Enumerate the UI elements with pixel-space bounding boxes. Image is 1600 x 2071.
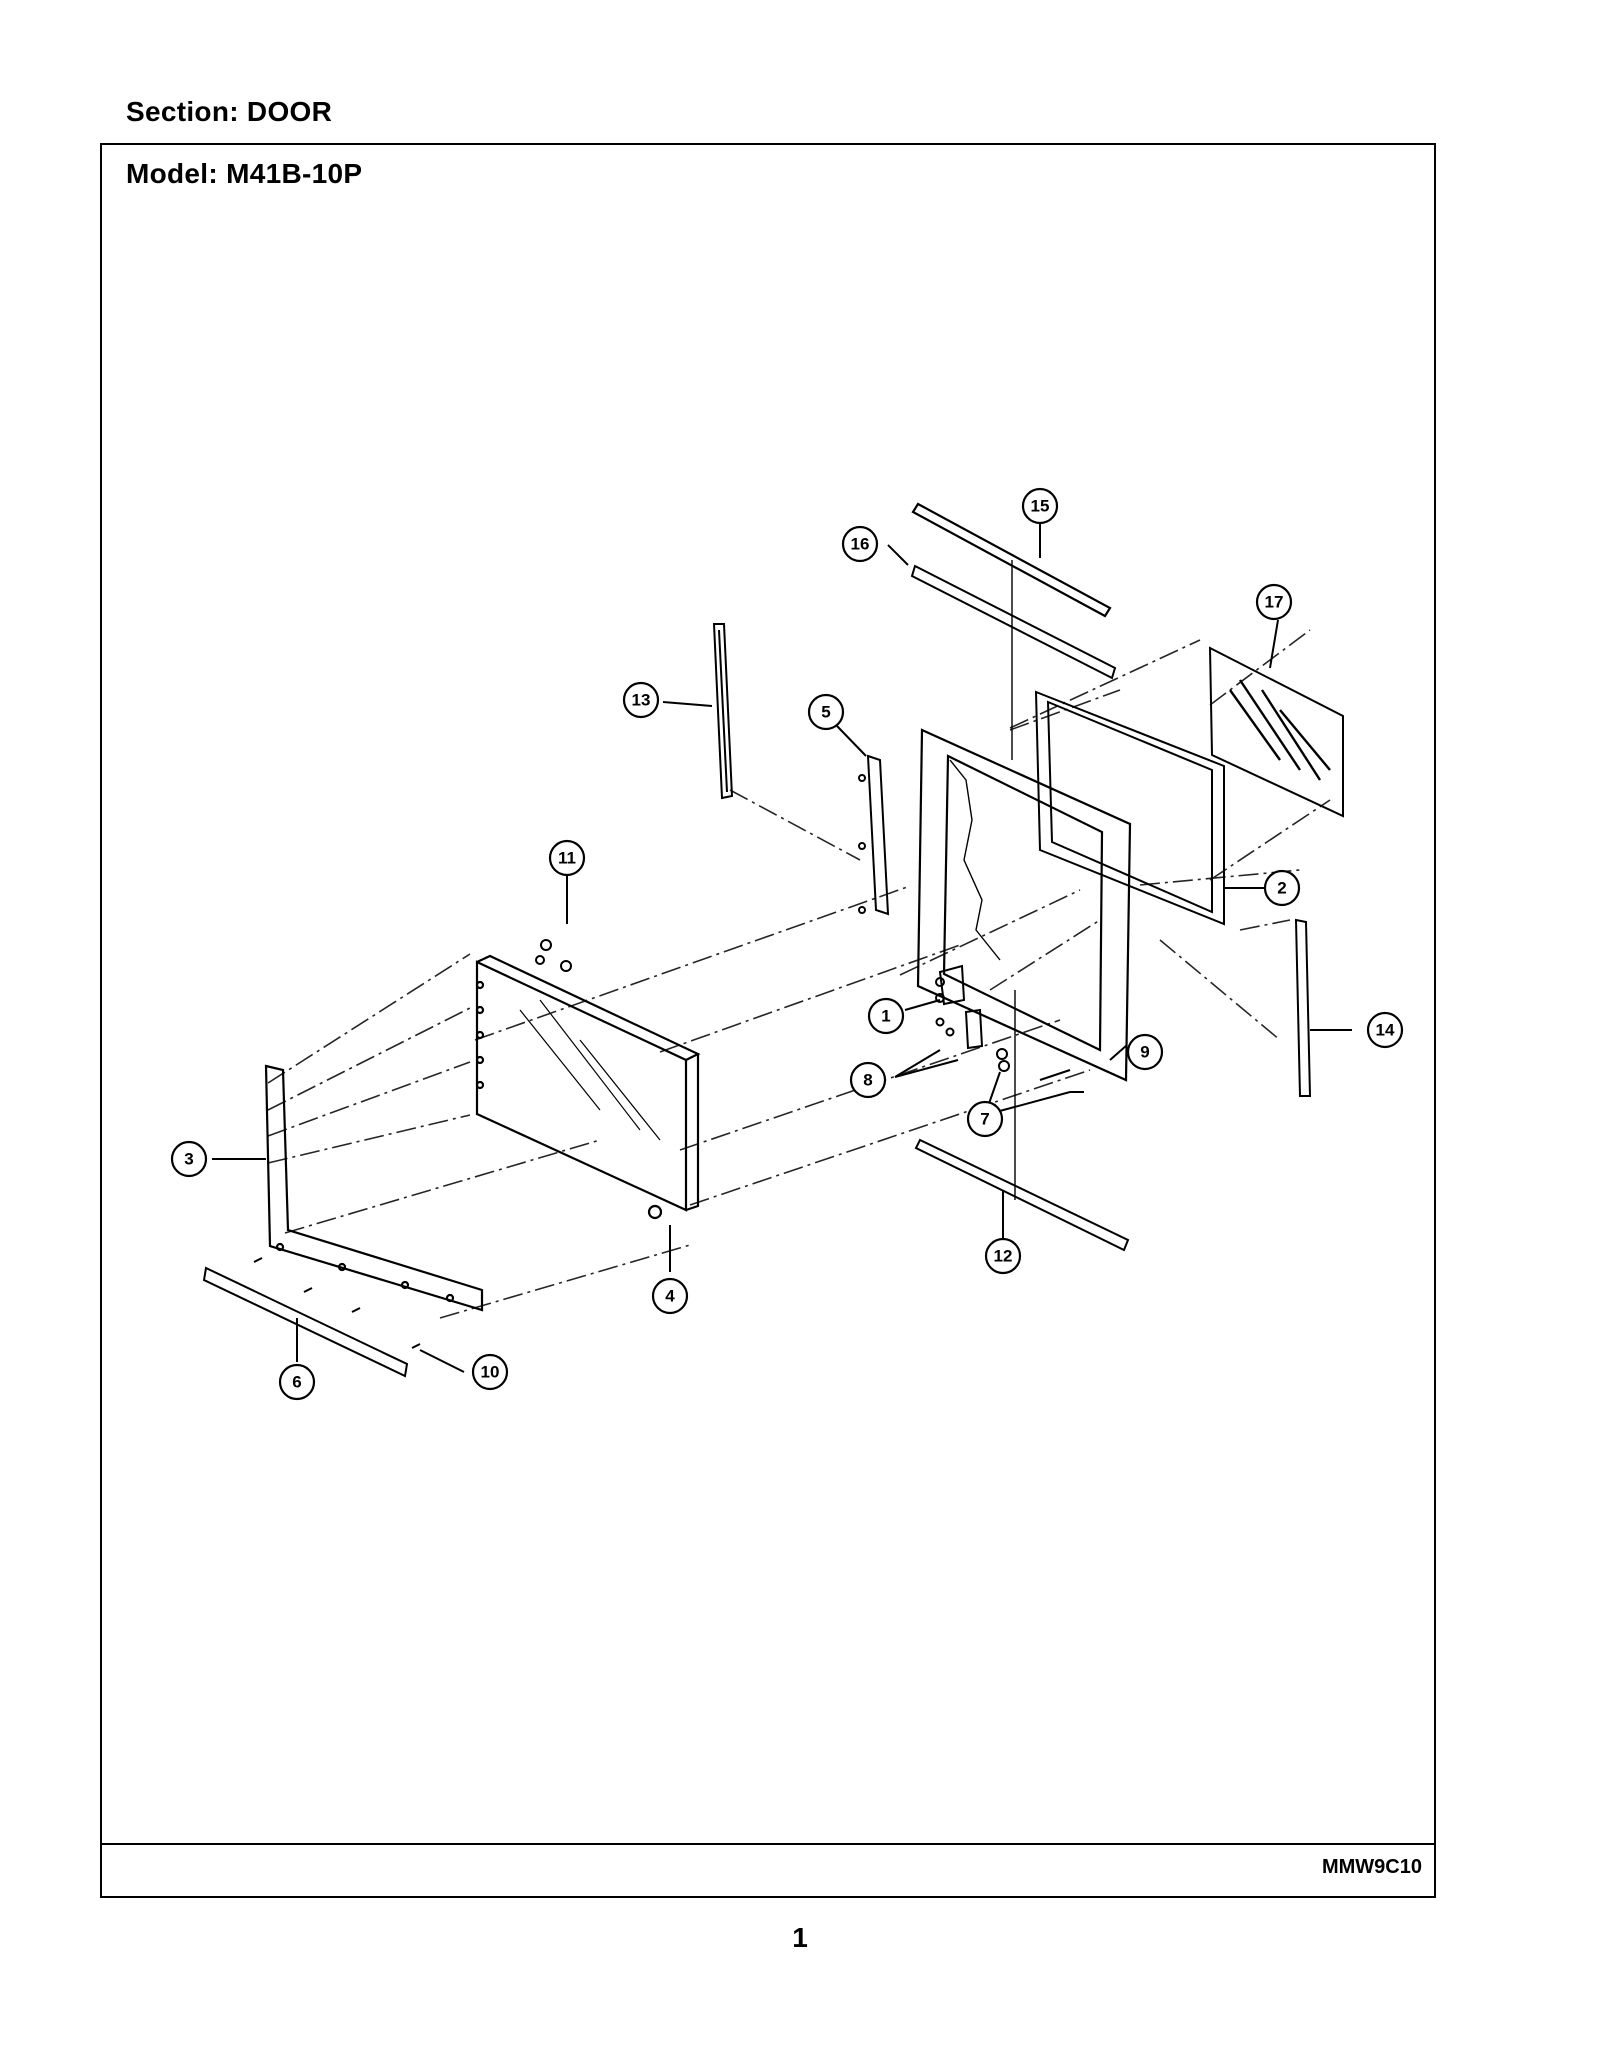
- callout-14: [1366, 1011, 1404, 1049]
- callout-label-6: 6: [292, 1373, 301, 1392]
- part-13-side-trim: [712, 623, 734, 800]
- part-7-fasteners: [996, 1048, 1084, 1093]
- part-5-hinge-plate: [858, 754, 890, 916]
- callout-circles: [170, 487, 1404, 1401]
- document-code: MMW9C10: [1321, 1856, 1422, 1878]
- callout-11: [548, 839, 586, 877]
- part-14-side-trim: [1294, 918, 1312, 1097]
- callout-9: [1126, 1033, 1164, 1071]
- callout-2: [1263, 869, 1301, 907]
- part-4-outer-door-glass: [475, 954, 701, 1220]
- callout-6: [278, 1363, 316, 1401]
- part-9-inner-frame: [916, 728, 1132, 1082]
- part-1-latch: [935, 964, 966, 1006]
- callout-3: [170, 1140, 208, 1178]
- alignment-lines: [267, 629, 1331, 1319]
- callout-labels: 1 2 3 4 5 6 7 8 9 10 11 12 13 14 15 16 1…: [184, 497, 1395, 1392]
- callout-12: [984, 1237, 1022, 1275]
- callout-label-8: 8: [863, 1071, 872, 1090]
- callout-15: [1021, 487, 1059, 525]
- section-title: Section: DOOR: [126, 96, 333, 127]
- callout-1: [867, 997, 905, 1035]
- part-17-glass-panel: [1208, 646, 1344, 818]
- part-10-screws: [253, 1257, 421, 1349]
- diagram-frame: [100, 143, 1436, 1898]
- callout-17: [1255, 583, 1293, 621]
- part-6-bottom-strip: [202, 1266, 409, 1378]
- callout-label-13: 13: [632, 691, 651, 710]
- part-8-latch-screws: [935, 1008, 984, 1050]
- callout-label-2: 2: [1277, 879, 1286, 898]
- vertical-guides: [1011, 560, 1016, 1200]
- callout-label-16: 16: [851, 535, 870, 554]
- leader-lines: [212, 522, 1352, 1373]
- callout-7: [966, 1100, 1004, 1138]
- callout-4: [651, 1277, 689, 1315]
- part-2-gasket: [1034, 690, 1225, 926]
- footer-divider: [100, 1843, 1436, 1845]
- callout-label-7: 7: [980, 1110, 989, 1129]
- part-12-bottom-strip: [914, 1138, 1130, 1252]
- callout-label-17: 17: [1265, 593, 1284, 612]
- callout-label-5: 5: [821, 703, 830, 722]
- model-title: Model: M41B-10P: [126, 158, 363, 189]
- callout-label-14: 14: [1376, 1021, 1395, 1040]
- part-11-screws: [535, 939, 572, 972]
- callout-label-1: 1: [881, 1007, 890, 1026]
- callout-8: [849, 1061, 887, 1099]
- page-number: 1: [792, 1922, 808, 1953]
- part-16-top-strip: [910, 564, 1117, 680]
- callout-10: [471, 1353, 509, 1391]
- callout-5: [807, 693, 845, 731]
- callout-label-9: 9: [1140, 1043, 1149, 1062]
- callout-label-3: 3: [184, 1150, 193, 1169]
- callout-label-12: 12: [994, 1247, 1013, 1266]
- callout-13: [622, 681, 660, 719]
- part-15-top-trim: [911, 502, 1112, 618]
- part-3-door-trim: [264, 1064, 484, 1312]
- callout-label-10: 10: [481, 1363, 500, 1382]
- callout-label-11: 11: [558, 849, 576, 868]
- callout-label-15: 15: [1031, 497, 1050, 516]
- callout-label-4: 4: [665, 1287, 675, 1306]
- callout-16: [841, 525, 879, 563]
